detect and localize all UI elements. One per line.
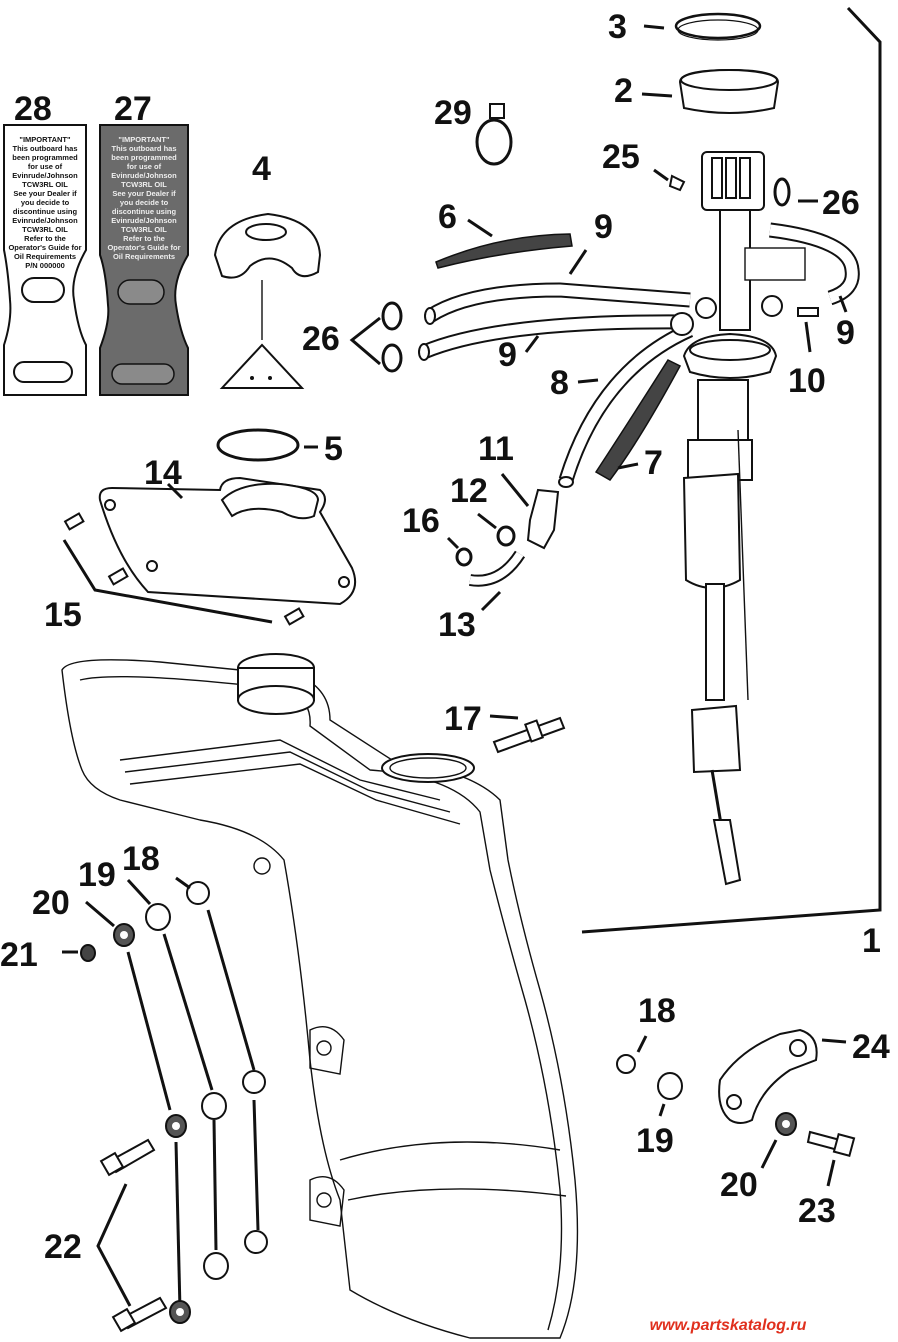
decal-text-line: TCW3RL OIL: [121, 180, 167, 189]
callout-18: 18: [638, 992, 676, 1030]
watermark: www.partskatalog.ru: [650, 1317, 807, 1334]
callout-24: 24: [852, 1028, 890, 1066]
callout-11: 11: [478, 430, 514, 468]
decal-text-line: you decide to: [21, 198, 70, 207]
callout-27: 27: [114, 90, 152, 128]
decal-text-line: TCW3RL OIL: [22, 180, 68, 189]
decal-text-line: Evinrude/Johnson: [12, 216, 78, 225]
callout-15: 15: [44, 596, 82, 634]
callout-labels: 1 2 3 4 5 6 7 8 9 9 9 10 11 12 13 14 15 …: [0, 8, 890, 1266]
callout-9: 9: [836, 314, 855, 352]
callout-21: 21: [0, 936, 38, 974]
grommets-left: [62, 876, 268, 1333]
decal-text-line: Operator's Guide for: [8, 243, 81, 252]
callout-26: 26: [302, 320, 340, 358]
callout-6: 6: [438, 198, 457, 236]
fitting-17: [489, 714, 566, 754]
decal-text-line: See your Dealer if: [112, 189, 176, 198]
connector-assembly: [446, 473, 560, 612]
hoses-9: [418, 222, 860, 361]
callout-18: 18: [122, 840, 160, 878]
decal-text-line: Refer to the: [24, 234, 66, 243]
decal-text-line: for use of: [127, 162, 162, 171]
callout-3: 3: [608, 8, 627, 46]
hose-8: [558, 323, 694, 488]
decal-text-line: P/N 000000: [25, 261, 65, 270]
decal-text-line: This outboard has: [12, 144, 77, 153]
callout-19: 19: [78, 856, 116, 894]
callout-20: 20: [32, 884, 70, 922]
decal-text-line: Evinrude/Johnson: [111, 216, 177, 225]
callout-20: 20: [720, 1166, 758, 1204]
decal-text-line: This outboard has: [111, 144, 176, 153]
clips-26: [349, 301, 403, 373]
decal-text-line: Evinrude/Johnson: [12, 171, 78, 180]
decal-text-line: "IMPORTANT": [19, 135, 71, 144]
mesh-sleeve-7: [594, 359, 682, 481]
decal-text-line: See your Dealer if: [13, 189, 77, 198]
callout-19: 19: [636, 1122, 674, 1160]
decal-text-line: Oil Requirements: [113, 252, 175, 261]
callout-26: 26: [822, 184, 860, 222]
pickup-assembly: [641, 12, 819, 886]
callout-5: 5: [324, 430, 343, 468]
callout-9: 9: [594, 208, 613, 246]
decal-text-line: for use of: [28, 162, 63, 171]
decal-text-line: TCW3RL OIL: [22, 225, 68, 234]
decal-text-line: Operator's Guide for: [107, 243, 180, 252]
decal-text-line: discontinue using: [112, 207, 177, 216]
callout-4: 4: [252, 150, 271, 188]
callout-10: 10: [788, 362, 826, 400]
callout-25: 25: [602, 138, 640, 176]
bracket-group-right: [616, 1028, 856, 1187]
filler-cap: [213, 212, 322, 389]
decal-text-line: "IMPORTANT": [118, 135, 170, 144]
mesh-sleeve-6: [435, 218, 573, 269]
o-ring: [216, 428, 318, 462]
callout-16: 16: [402, 502, 440, 540]
callout-7: 7: [644, 444, 663, 482]
mounting-plate: [98, 476, 356, 606]
callout-12: 12: [450, 472, 488, 510]
callout-22: 22: [44, 1228, 82, 1266]
decal-text-line: TCW3RL OIL: [121, 225, 167, 234]
callout-29: 29: [434, 94, 472, 132]
callout-14: 14: [144, 454, 182, 492]
decal-text-line: you decide to: [120, 198, 169, 207]
callout-23: 23: [798, 1192, 836, 1230]
clamp-29: [475, 103, 513, 166]
callout-13: 13: [438, 606, 476, 644]
decal-text-line: been programmed: [12, 153, 78, 162]
decal-text-line: been programmed: [111, 153, 177, 162]
callout-8: 8: [550, 364, 569, 402]
decal-text-line: Oil Requirements: [14, 252, 76, 261]
decal-text-line: Evinrude/Johnson: [111, 171, 177, 180]
decal-text-line: discontinue using: [13, 207, 78, 216]
assembly-bracket: [581, 6, 882, 934]
callout-2: 2: [614, 72, 633, 110]
callout-28: 28: [14, 90, 52, 128]
callout-9: 9: [498, 336, 517, 374]
callout-1: 1: [862, 922, 881, 960]
callout-17: 17: [444, 700, 482, 738]
decal-text-line: Refer to the: [123, 234, 165, 243]
screws-15: [62, 512, 305, 626]
oil-tank: [61, 653, 579, 1339]
